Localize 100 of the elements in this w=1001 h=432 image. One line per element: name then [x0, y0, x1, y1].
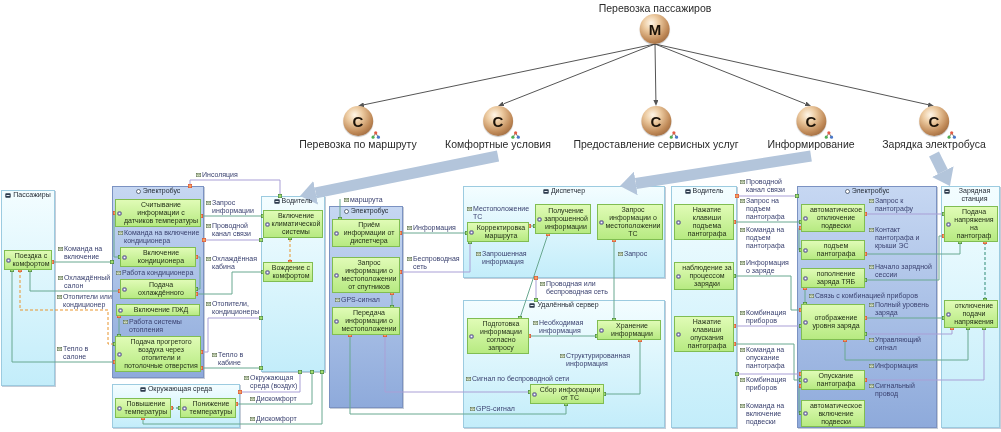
process-box — [535, 204, 591, 234]
connector-line — [602, 338, 642, 396]
connector-line — [518, 232, 550, 320]
process-box — [801, 240, 865, 260]
circle-node: C — [343, 106, 373, 136]
process-box — [332, 307, 400, 335]
process-box — [801, 370, 865, 390]
process-box — [332, 257, 400, 293]
node-label: Перевозка по маршруту — [299, 138, 417, 150]
connector-line — [798, 226, 803, 252]
connector-line — [863, 234, 946, 282]
process-box — [801, 400, 865, 427]
connector-line — [202, 238, 263, 242]
swimlane — [463, 186, 665, 278]
process-box — [332, 219, 400, 247]
connector-line — [843, 326, 970, 361]
connector-line — [527, 334, 599, 338]
block-arrow — [300, 150, 500, 205]
connector-line — [732, 220, 803, 224]
connector-line — [732, 342, 803, 382]
connector-line — [141, 370, 324, 425]
circle-node: C — [641, 106, 671, 136]
connector-line — [194, 270, 265, 296]
process-box — [263, 210, 323, 238]
connector-line — [10, 268, 117, 364]
connector-line — [338, 198, 342, 221]
process-box — [530, 384, 604, 404]
node-label: Перевозка пассажиров — [598, 2, 712, 14]
process-box — [674, 316, 734, 352]
connector-line — [612, 238, 616, 322]
swimlane — [1, 190, 55, 386]
connector-line — [199, 316, 263, 354]
connector-line — [732, 274, 803, 312]
swimlane — [112, 186, 204, 378]
connector-line — [383, 333, 532, 394]
swimlane — [261, 196, 325, 372]
process-box — [180, 398, 236, 418]
process-box — [801, 304, 865, 340]
process-box — [467, 318, 529, 354]
connector-line — [863, 326, 986, 382]
node-label: Предоставление сервисных услуг — [573, 138, 739, 150]
swimlane — [112, 384, 240, 428]
process-box — [467, 222, 529, 242]
process-box — [4, 250, 52, 270]
circle-node: M — [640, 14, 670, 44]
block-arrow — [620, 150, 812, 196]
swimlane — [941, 186, 1000, 428]
node-label: Зарядка электробуса — [882, 138, 986, 150]
connector-line — [863, 240, 962, 256]
circle-node: C — [919, 106, 949, 136]
connector-line — [194, 255, 201, 291]
connector-line — [803, 286, 807, 306]
process-box — [674, 204, 734, 240]
process-box — [597, 320, 661, 340]
connector-line — [113, 211, 122, 259]
process-box — [674, 262, 734, 290]
arrow — [654, 43, 811, 107]
process-box — [115, 199, 201, 227]
process-box — [597, 204, 663, 240]
dashed-connector — [983, 240, 987, 302]
dashed-connector — [18, 268, 117, 346]
process-box — [115, 336, 201, 372]
process-box — [120, 247, 196, 267]
connector-line — [238, 370, 302, 394]
connector-line — [28, 268, 122, 293]
process-box — [116, 304, 200, 316]
swimlane — [671, 186, 737, 428]
connector-line — [398, 231, 469, 235]
connector-line — [798, 384, 803, 415]
connector-line — [527, 224, 537, 228]
swimlane — [797, 186, 937, 428]
swimlane — [463, 300, 665, 428]
dashed-connector — [288, 236, 292, 264]
process-box — [120, 279, 196, 299]
block-arrow — [929, 151, 954, 187]
process-box — [263, 262, 313, 282]
process-box — [801, 204, 865, 232]
connector-line — [199, 366, 263, 370]
connector-line — [735, 194, 799, 198]
connector-line — [188, 179, 282, 198]
connector-line — [863, 326, 954, 336]
connector-line — [117, 314, 121, 338]
process-box — [115, 398, 171, 418]
connector-line — [398, 240, 472, 274]
connector-line — [390, 291, 394, 309]
node-label: Информирование — [767, 138, 855, 150]
connector-line — [199, 214, 265, 218]
circle-node: C — [796, 106, 826, 136]
connector-line — [534, 276, 538, 302]
connector-line — [234, 370, 314, 406]
connector-line — [863, 316, 946, 320]
node-label: Комфортные условия — [445, 138, 551, 150]
arrow — [653, 43, 659, 106]
dashed-connector — [169, 406, 182, 410]
connector-line — [50, 260, 114, 264]
connector-line — [735, 372, 803, 376]
circle-node: C — [483, 106, 513, 136]
connector-line — [348, 333, 568, 415]
process-box — [944, 206, 998, 242]
arrow — [498, 43, 656, 107]
